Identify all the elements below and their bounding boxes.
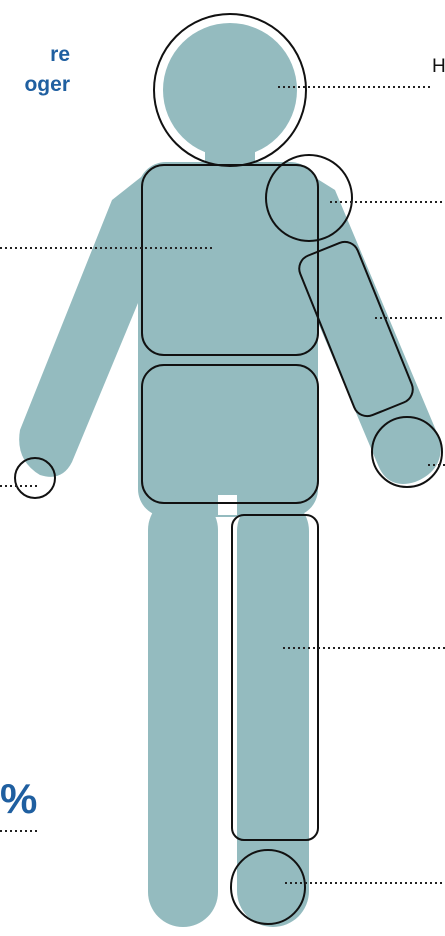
headline-line-1: re: [0, 40, 70, 70]
head-label: H: [432, 56, 445, 78]
right-leg-shape: [148, 495, 218, 927]
left-leg-shape: [237, 495, 309, 927]
headline-line-2: oger: [0, 70, 70, 100]
body-silhouette: [19, 23, 441, 927]
headline: re oger: [0, 40, 70, 100]
percent-label: %: [0, 775, 37, 823]
crotch-gap: [218, 495, 237, 515]
torso-shape: [138, 162, 318, 517]
